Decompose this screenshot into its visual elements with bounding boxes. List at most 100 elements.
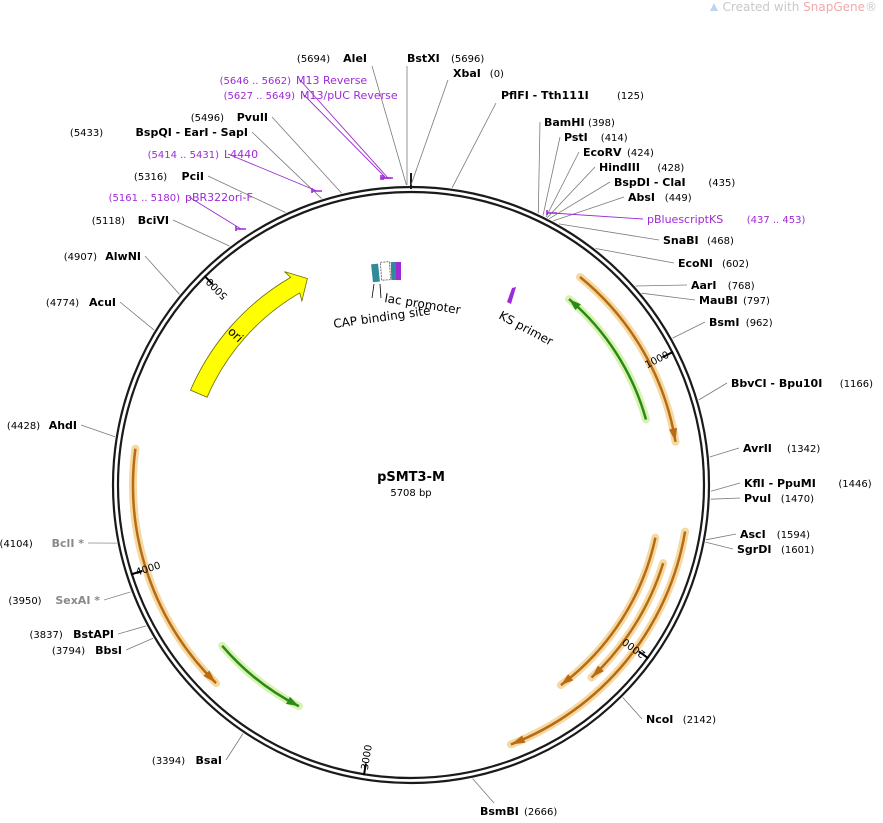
enzyme-sgrdi: SgrDI: [737, 543, 771, 556]
cap-site-leader: [371, 283, 375, 299]
tick-mark-2000: [638, 650, 650, 660]
leader-ncoi: [622, 697, 643, 720]
enzyme-pos-maubi: (797): [743, 296, 770, 307]
primer-l4440: L4440: [224, 148, 258, 161]
primer-leader-m13-puc-reverse: [303, 94, 387, 179]
green-feature-2-glow: [218, 641, 303, 711]
enzyme-maubi: MauBI: [699, 294, 738, 307]
enzyme-absi: AbsI: [628, 191, 655, 204]
orange-feature-5-line: [131, 448, 217, 685]
enzyme-pos-ecorv: (424): [627, 148, 654, 159]
enzyme-alei: AleI: [343, 52, 367, 65]
primer-pbr322ori-f: pBR322ori-F: [185, 191, 253, 204]
leader-asci: [705, 533, 737, 541]
enzyme-xbai: XbaI: [453, 67, 481, 80]
leader-pvuii: [271, 116, 342, 194]
enzyme-pos-ahdi: (4428): [7, 421, 40, 432]
enzyme-pos-bspdi-clai: (435): [708, 178, 735, 189]
enzyme-pflfi-tth111i: PflFI - Tth111I: [501, 89, 589, 102]
leader-absi: [553, 196, 625, 222]
enzyme-acui: AcuI: [89, 296, 116, 309]
leader-pvui: [710, 497, 741, 500]
enzyme-bamhi: BamHI: [544, 116, 585, 129]
enzyme-bspqi-eari-sapi: BspQI - EarI - SapI: [136, 126, 248, 139]
enzyme-pos-acui: (4774): [46, 298, 79, 309]
leader-alwni: [144, 255, 180, 295]
enzyme-pos-hindiii: (428): [657, 163, 684, 174]
primer-m13-puc-reverse: M13/pUC Reverse: [300, 89, 398, 102]
leader-ecorv: [545, 151, 580, 218]
leader-bbsi: [125, 637, 154, 651]
leader-pflfi-tth111i: [451, 102, 497, 188]
enzyme-hindiii: HindIII: [599, 161, 640, 174]
enzyme-kfli-ppumi: KflI - PpuMI: [744, 477, 816, 490]
cap-binding-site-block: [371, 263, 380, 283]
enzyme-snabi: SnaBI: [663, 234, 699, 247]
backbone-inner-strand: [116, 190, 706, 780]
leader-kfli-ppumi: [710, 482, 741, 492]
enzyme-pos-pcii: (5316): [134, 172, 167, 183]
leader-maubi: [641, 292, 696, 301]
enzyme-bcli-: BclI *: [52, 537, 85, 550]
enzyme-bstapi: BstAPI: [73, 628, 114, 641]
leader-hindiii: [546, 166, 596, 218]
enzyme-pos-pvuii: (5496): [191, 113, 224, 124]
leader-sexai-: [103, 591, 131, 601]
orange-feature-5-arrowhead: [203, 670, 217, 684]
leader-alei: [371, 65, 407, 186]
leader-ahdi: [80, 424, 116, 438]
enzyme-pos-sgrdi: (1601): [781, 545, 814, 556]
leader-acui: [119, 301, 155, 331]
tick-mark-5000: [203, 275, 214, 286]
watermark-prefix: Created with: [722, 0, 804, 14]
enzyme-pos-snabi: (468): [707, 236, 734, 247]
enzyme-pvuii: PvuII: [237, 111, 268, 124]
enzyme-ncoi: NcoI: [646, 713, 673, 726]
enzymes-layer: AleI(5694)BstXI(5696)XbaI(0)PflFI - Tth1…: [0, 52, 873, 818]
enzyme-pos-alwni: (4907): [64, 252, 97, 263]
enzyme-pos-bstxi: (5696): [451, 54, 484, 65]
enzyme-pos-econi: (602): [722, 259, 749, 270]
backbone-outer-strand: [111, 185, 711, 785]
enzyme-pvui: PvuI: [744, 492, 771, 505]
enzyme-pos-bbsi: (3794): [52, 646, 85, 657]
enzyme-bstxi: BstXI: [407, 52, 440, 65]
leader-aari: [635, 284, 688, 287]
lac-promoter-block: [390, 261, 398, 281]
enzyme-pos-psti: (414): [601, 133, 628, 144]
cap-binding-site-label: CAP binding site: [332, 303, 431, 330]
orange-feature-3-arrowhead: [591, 665, 604, 678]
primer-range-m13-puc-reverse: (5627 .. 5649): [224, 91, 296, 102]
enzyme-asci: AscI: [740, 528, 766, 541]
enzyme-bbsi: BbsI: [95, 644, 122, 657]
enzyme-avrii: AvrII: [743, 442, 772, 455]
enzyme-pos-ncoi: (2142): [683, 715, 716, 726]
orange-feature-3-line: [590, 562, 665, 679]
primers-layer: M13 Reverse(5646 .. 5662)M13/pUC Reverse…: [109, 74, 805, 231]
ks-primer-arrow: [507, 287, 516, 304]
enzyme-bsai: BsaI: [196, 754, 222, 767]
orange-feature-2-line: [560, 537, 657, 687]
lac-promoter-leader: [379, 283, 382, 299]
primer-leader-pbr322ori-f: [188, 196, 242, 230]
green-feature-1-line: [568, 298, 648, 420]
primer-range-pbr322ori-f: (5161 .. 5180): [109, 193, 181, 204]
lac-operator-block: [379, 261, 392, 281]
primer-leader-pbluescriptks: [551, 212, 644, 220]
green-feature-1-glow: [565, 295, 650, 424]
primer-marker-l4440: [311, 188, 322, 193]
primer-leader-l4440: [227, 153, 318, 192]
leader-bspdi-clai: [548, 181, 611, 220]
enzyme-pos-absi: (449): [665, 193, 692, 204]
enzyme-bspdi-clai: BspDI - ClaI: [614, 176, 686, 189]
enzyme-sexai-: SexAI *: [55, 594, 100, 607]
enzyme-pos-bcli-: (4104): [0, 539, 33, 550]
lac-primer-block: [396, 262, 401, 280]
watermark-brand: SnapGene: [803, 0, 865, 14]
enzyme-pcii: PciI: [182, 170, 204, 183]
enzyme-pos-aari: (768): [728, 281, 755, 292]
primer-m13-reverse: M13 Reverse: [296, 74, 367, 87]
leader-bstapi: [117, 625, 147, 635]
leader-xbai: [410, 79, 449, 186]
